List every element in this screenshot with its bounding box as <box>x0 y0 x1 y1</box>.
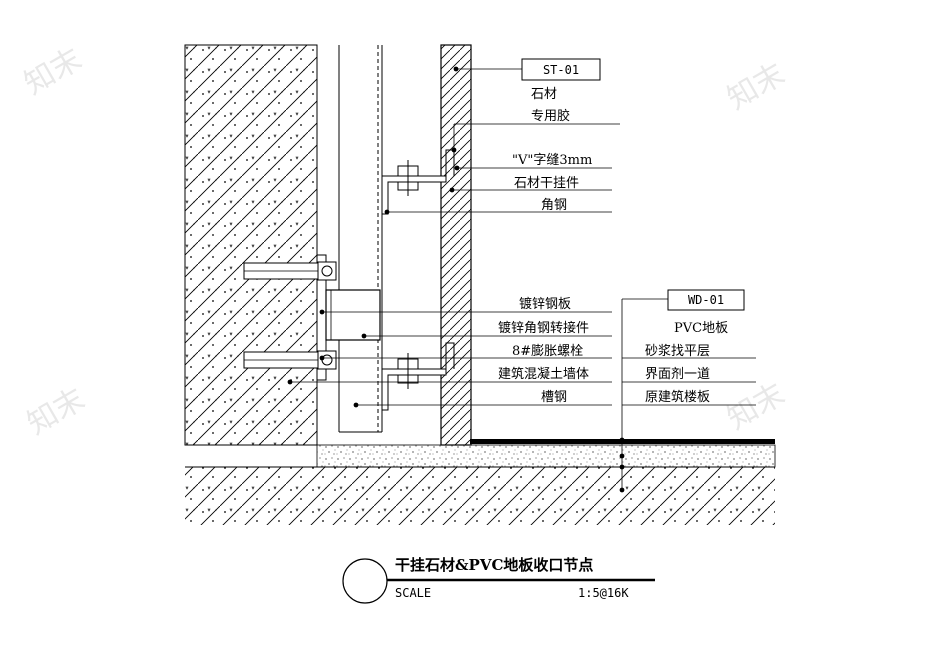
angle-steel-upper <box>381 149 455 215</box>
label-v-joint: "V"字缝3mm <box>512 153 592 168</box>
title-block: 干挂石材&PVC地板收口节点 SCALE 1:5@16K <box>342 556 655 604</box>
label-slab: 原建筑楼板 <box>645 389 710 405</box>
label-galvanized-plate: 镀锌钢板 <box>519 296 571 312</box>
stone-tag-text: ST-01 <box>543 63 579 77</box>
expansion-bolt-lower <box>243 350 337 370</box>
floor-tag: WD-01 <box>667 289 745 311</box>
angle-adapter <box>325 289 381 341</box>
label-expansion-bolt: 8#膨胀螺栓 <box>512 344 583 359</box>
label-concrete-wall: 建筑混凝土墙体 <box>498 366 589 382</box>
watermark: 知末 <box>722 377 791 437</box>
label-channel-steel: 槽钢 <box>541 390 567 405</box>
stone-tag: ST-01 <box>521 58 601 81</box>
concrete-wall <box>184 44 318 446</box>
label-stone: 石材 <box>531 87 557 102</box>
floor-slab <box>185 467 775 525</box>
label-pvc-floor: PVC地板 <box>674 321 728 336</box>
leader-lines-top <box>387 68 620 213</box>
mortar-layer <box>316 444 776 468</box>
label-stone-hanger: 石材干挂件 <box>514 176 579 191</box>
drawing-title: 干挂石材&PVC地板收口节点 <box>395 556 593 574</box>
expansion-bolt-upper <box>243 261 337 281</box>
watermark: 知末 <box>722 57 791 117</box>
scale-label: SCALE <box>395 586 431 600</box>
label-angle-steel: 角钢 <box>541 198 567 213</box>
label-galvanized-angle-adapter: 镀锌角钢转接件 <box>498 320 589 336</box>
stone-panel <box>440 44 472 446</box>
label-mortar: 砂浆找平层 <box>645 344 710 359</box>
leader-lines-right <box>621 298 756 492</box>
leader-lines-left <box>290 311 612 406</box>
watermark: 知末 <box>22 382 91 442</box>
label-interface-agent: 界面剂一道 <box>645 367 710 382</box>
angle-steel-lower <box>381 342 455 411</box>
floor-tag-text: WD-01 <box>688 293 724 307</box>
scale-value: 1:5@16K <box>578 586 629 600</box>
label-glue: 专用胶 <box>531 108 570 124</box>
watermark: 知末 <box>19 42 88 102</box>
